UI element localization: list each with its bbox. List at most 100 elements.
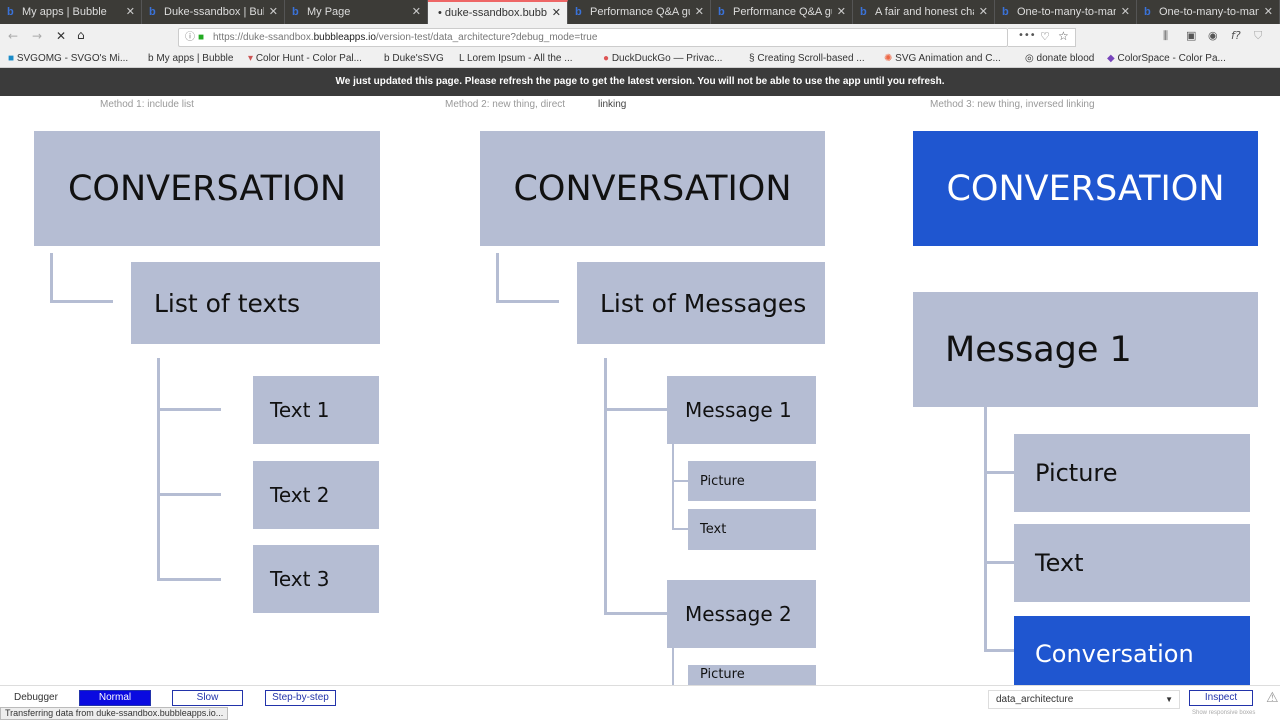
close-icon[interactable]: ✕ <box>125 6 135 18</box>
connector <box>157 358 160 581</box>
warning-icon[interactable]: ⚠ <box>1266 690 1279 706</box>
bookmark[interactable]: ◆ ColorSpace - Color Pa... <box>1107 50 1226 68</box>
close-icon[interactable]: ✕ <box>1120 6 1130 18</box>
connector <box>604 358 607 615</box>
bubble-icon: b <box>718 6 725 18</box>
more-icon[interactable]: ••• <box>1018 30 1036 41</box>
bookmark[interactable]: b My apps | Bubble <box>148 50 233 68</box>
font-icon[interactable]: f? <box>1231 29 1241 42</box>
show-responsive-link[interactable]: Show responsive boxes <box>1192 710 1256 716</box>
conversation-header: CONVERSATION <box>480 131 825 246</box>
message-box: Message 1 <box>667 376 816 444</box>
back-icon[interactable]: ← <box>8 29 19 43</box>
bookmark-icon: b <box>148 53 154 64</box>
connector <box>984 471 1014 474</box>
mode-slow-button[interactable]: Slow <box>172 690 243 706</box>
connector <box>496 300 559 303</box>
connector <box>672 648 674 685</box>
bookmark-label: My apps | Bubble <box>156 53 234 64</box>
sidebar-icon[interactable]: ▣ <box>1186 29 1197 42</box>
close-icon[interactable]: ✕ <box>551 7 561 19</box>
method-3-label: Method 3: new thing, inversed linking <box>930 99 1095 110</box>
close-icon[interactable]: ✕ <box>1263 6 1273 18</box>
bookmark[interactable]: ✺ SVG Animation and C... <box>884 50 1001 68</box>
list-box: List of Messages <box>577 262 825 344</box>
star-icon[interactable]: ☆ <box>1058 29 1069 43</box>
close-icon[interactable]: ✕ <box>836 6 846 18</box>
close-icon[interactable]: ✕ <box>268 6 278 18</box>
page-select[interactable]: data_architecture▼ <box>988 690 1180 709</box>
connector <box>984 561 1014 564</box>
url-bar[interactable]: ⓘ ■ https://duke-ssandbox.bubbleapps.io/… <box>178 28 1008 47</box>
bubble-icon: b <box>292 6 299 18</box>
library-icon[interactable]: ⫼ <box>1163 29 1169 42</box>
bookmark-label: Lorem Ipsum - All the ... <box>466 53 573 64</box>
field-box: Picture <box>1014 434 1250 512</box>
connector <box>984 649 1014 652</box>
text-item: Text 1 <box>253 376 379 444</box>
tab-label: My Page <box>307 6 351 18</box>
field-box: Text <box>1014 524 1250 602</box>
bubble-icon: b <box>1002 6 1009 18</box>
tab[interactable]: b Performance Q&A gu ✕ <box>711 0 853 24</box>
tab-label: My apps | Bubble <box>22 6 107 18</box>
method-2-label: Method 2: new thing, direct <box>445 99 566 110</box>
bubble-icon: b <box>149 6 156 18</box>
bubble-icon: b <box>1144 6 1151 18</box>
bookmark[interactable]: ■ SVGOMG - SVGO's Mi... <box>8 50 128 68</box>
bookmark-label: Color Hunt - Color Pal... <box>255 53 362 64</box>
account-icon[interactable]: ◉ <box>1208 29 1218 42</box>
bookmark[interactable]: ◎ donate blood <box>1025 50 1094 68</box>
method-1-label: Method 1: include list <box>100 99 194 110</box>
message-box: Message 1 <box>913 292 1258 407</box>
stop-icon[interactable]: ✕ <box>56 29 67 43</box>
url-bar-actions: ••• ♡ ☆ <box>1008 28 1076 47</box>
bookmark[interactable]: ● DuckDuckGo — Privac... <box>603 50 722 68</box>
bookmark-label: DuckDuckGo — Privac... <box>611 53 723 64</box>
tab-label: Performance Q&A gu <box>590 6 690 18</box>
bookmark[interactable]: ▾ Color Hunt - Color Pal... <box>248 50 362 68</box>
tab-label: Performance Q&A gu <box>733 6 832 18</box>
field-box: Picture <box>688 461 816 501</box>
close-icon[interactable]: ✕ <box>694 6 704 18</box>
bookmark[interactable]: b Duke'sSVG <box>384 50 444 68</box>
url-prefix: https://duke-ssandbox. <box>213 32 314 43</box>
bookmark-icon: ◆ <box>1107 53 1115 64</box>
shield-icon[interactable]: ⛉ <box>1254 29 1263 42</box>
tab-active[interactable]: • duke-ssandbox.bubb✕ <box>428 0 568 24</box>
connector <box>496 253 499 303</box>
bookmark[interactable]: L Lorem Ipsum - All the ... <box>459 50 573 68</box>
tab[interactable]: b My Page ✕ <box>285 0 428 24</box>
connector <box>672 480 688 482</box>
forward-icon[interactable]: → <box>32 29 43 43</box>
bookmark[interactable]: § Creating Scroll-based ... <box>749 50 865 68</box>
bookmark-label: SVG Animation and C... <box>895 53 1001 64</box>
bookmark-icon: ● <box>603 53 610 64</box>
inspect-button[interactable]: Inspect <box>1189 690 1253 706</box>
connector <box>157 578 221 581</box>
conversation-field-box: Conversation <box>1014 616 1250 685</box>
mode-step-button[interactable]: Step-by-step <box>265 690 336 706</box>
bookmark-label: SVGOMG - SVGO's Mi... <box>16 53 129 64</box>
bookmark-label: Duke'sSVG <box>392 53 444 64</box>
pocket-icon[interactable]: ♡ <box>1040 30 1050 43</box>
bubble-icon: b <box>860 6 867 18</box>
bookmark-icon: ◎ <box>1025 53 1034 64</box>
bookmark-icon: L <box>459 53 465 64</box>
message-box: Message 2 <box>667 580 816 648</box>
bookmark-label: ColorSpace - Color Pa... <box>1117 53 1226 64</box>
close-icon[interactable]: ✕ <box>978 6 988 18</box>
bookmark-icon: ✺ <box>884 53 893 64</box>
home-icon[interactable]: ⌂ <box>77 28 85 42</box>
connector <box>604 408 667 411</box>
mode-normal-button[interactable]: Normal <box>79 690 151 706</box>
text-item: Text 3 <box>253 545 379 613</box>
close-icon[interactable]: ✕ <box>411 6 421 18</box>
list-box: List of texts <box>131 262 380 344</box>
